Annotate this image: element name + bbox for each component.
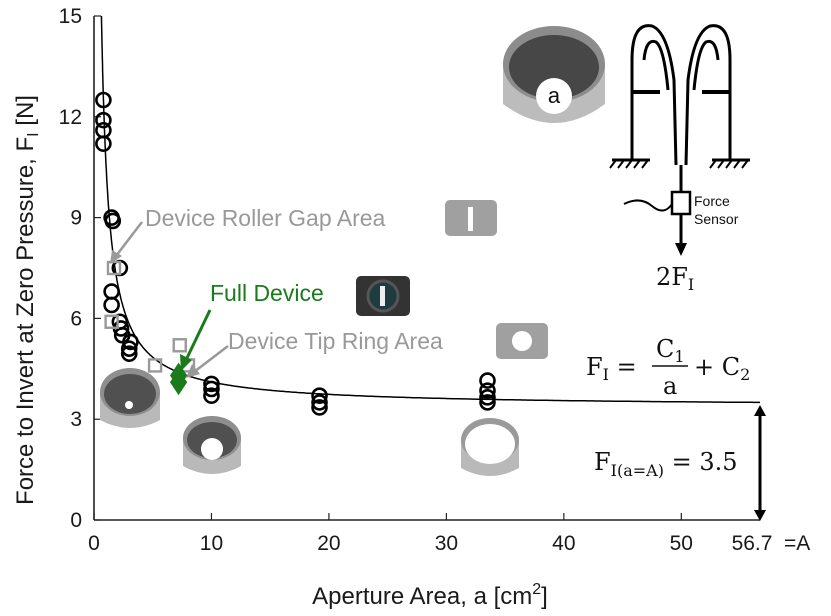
x-tick-label: 10 <box>200 532 223 555</box>
x-tick-label: 0 <box>88 532 100 555</box>
data-point-circle <box>479 394 496 411</box>
x-tick-label-end: 56.7 <box>732 532 773 555</box>
force-arrowhead <box>675 243 687 256</box>
data-point-circle <box>120 340 138 357</box>
data-point-circle <box>103 283 120 300</box>
data-point-diamond <box>169 369 188 396</box>
cylinder-small-hole <box>100 368 160 428</box>
fit-equation: FI = C1 a + C2 <box>586 335 750 400</box>
y-tick-label: 9 <box>70 207 82 230</box>
data-point-square <box>172 338 187 353</box>
cylinder-medium-hole <box>183 416 241 474</box>
data-point-circle <box>95 121 112 139</box>
roller-gap-bar <box>468 207 473 231</box>
x-tick-end-suffix: =A <box>784 532 810 555</box>
tip-ring-arrow <box>193 345 229 373</box>
data-point-square <box>104 314 119 329</box>
force-label: 2FI <box>656 263 694 294</box>
full-device-label: Full Device <box>210 280 324 306</box>
data-point-circle <box>203 375 220 393</box>
data-point-square <box>147 358 163 373</box>
roller-gap-arrow <box>115 221 143 257</box>
data-point-circle <box>95 91 112 109</box>
data-point-circle <box>203 387 220 404</box>
y-tick-label: 12 <box>59 106 82 129</box>
data-point-circle <box>311 394 328 411</box>
roller-gap-arrowhead <box>110 250 122 264</box>
data-point-circle <box>120 345 138 362</box>
svg-text:FI =: FI = <box>586 353 637 384</box>
tip-ring-label: Device Tip Ring Area <box>228 328 443 354</box>
full-device-arrow <box>184 309 212 361</box>
data-point-circle <box>479 389 496 406</box>
x-tick-label: 50 <box>670 532 693 555</box>
sensor-label-1: Force <box>694 193 730 209</box>
data-point-circle <box>479 382 496 399</box>
data-point-circle <box>95 111 112 129</box>
data-point-circle <box>103 296 120 314</box>
svg-text:C1: C1 <box>656 335 685 366</box>
tip-ring-arrowhead <box>186 364 200 378</box>
y-axis-label: Force to Invert at Zero Pressure, FI [N] <box>12 95 42 505</box>
data-point-circle <box>95 135 112 152</box>
tip-ring-icon-hole <box>512 331 532 351</box>
cylinder-large-hole <box>461 418 519 476</box>
y-tick-label: 0 <box>70 509 82 532</box>
x-tick-label: 30 <box>435 532 458 555</box>
svg-text:a: a <box>663 372 677 400</box>
full-device-arrowhead <box>180 354 192 371</box>
y-tick-label: 15 <box>59 5 82 28</box>
data-point-circle <box>311 399 328 416</box>
y-tick-label: 6 <box>70 307 82 330</box>
aperture-cylinder: a <box>503 26 605 123</box>
data-point-circle <box>479 372 496 389</box>
data-point-circle <box>203 380 220 398</box>
asymptote-label: FI(a=A) = 3.5 <box>594 448 738 480</box>
y-tick-label: 3 <box>70 408 82 431</box>
x-tick-label: 20 <box>317 532 340 555</box>
sensor-label-2: Sensor <box>694 211 739 227</box>
full-device-icon-slot <box>380 286 385 306</box>
data-point-square <box>106 260 122 276</box>
asymptote-arrow <box>754 405 766 521</box>
data-point-circle <box>104 212 122 230</box>
x-axis-label: Aperture Area, a [cm2] <box>312 581 548 610</box>
data-point-circle <box>122 333 139 351</box>
svg-text:+ C2: + C2 <box>694 353 750 384</box>
roller-gap-label: Device Roller Gap Area <box>145 205 386 231</box>
aperture-symbol: a <box>548 83 561 108</box>
x-tick-label: 40 <box>552 532 575 555</box>
data-point-circle <box>311 387 328 404</box>
device-schematic <box>609 24 750 244</box>
